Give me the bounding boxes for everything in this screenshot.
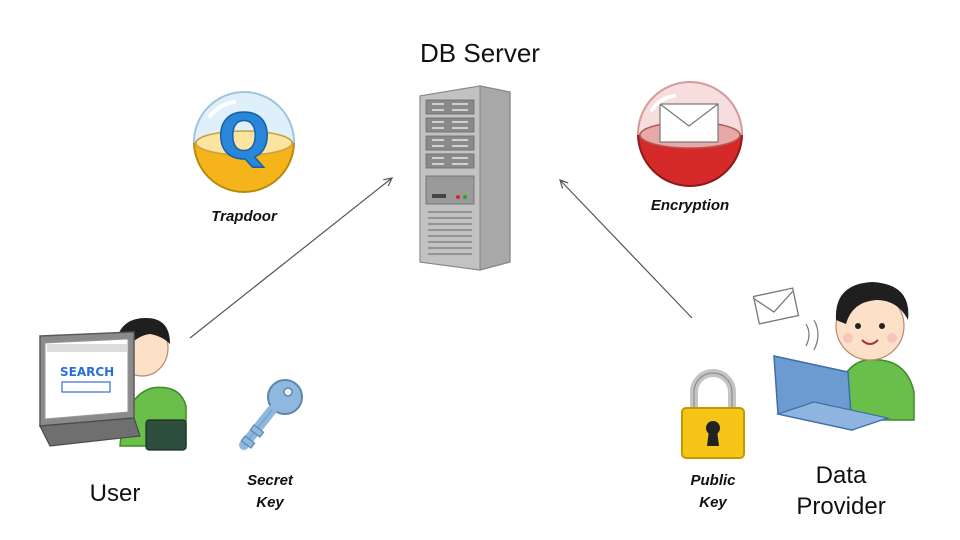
data-provider-label-line1: Data xyxy=(815,462,867,489)
encryption-label: Encryption xyxy=(650,197,730,214)
trapdoor-capsule-glyph: Q xyxy=(218,100,271,173)
arrow-user-to-server xyxy=(189,178,392,339)
server-tower-icon xyxy=(419,85,511,271)
provider-person-illustration xyxy=(833,282,915,421)
secret-key-label-line1: Secret xyxy=(247,472,293,489)
secret-key-label-line2: Key xyxy=(256,493,284,511)
trapdoor-capsule-icon: Q xyxy=(192,91,296,193)
user-chair-icon xyxy=(145,419,187,451)
db-server-label: DB Server xyxy=(420,38,540,68)
trapdoor-label: Trapdoor xyxy=(211,208,277,225)
public-key-label-line2: Key xyxy=(699,493,727,511)
public-key-padlock-icon xyxy=(681,369,745,459)
arrow-provider-to-server xyxy=(560,180,693,319)
user-screen-search-text: SEARCH xyxy=(60,365,114,379)
user-laptop-icon xyxy=(39,331,141,447)
provider-envelope-icon xyxy=(752,287,819,351)
data-provider-label: Data Provider xyxy=(776,460,906,522)
provider-laptop-icon xyxy=(773,355,891,431)
secret-key-icon xyxy=(239,379,303,450)
secret-key-label: Secret Key xyxy=(220,470,320,514)
data-provider-label-line2: Provider xyxy=(796,493,886,521)
user-label: User xyxy=(89,480,141,507)
encryption-capsule-icon xyxy=(636,81,744,187)
public-key-label-line1: Public xyxy=(690,472,736,489)
public-key-label: Public Key xyxy=(663,470,763,514)
